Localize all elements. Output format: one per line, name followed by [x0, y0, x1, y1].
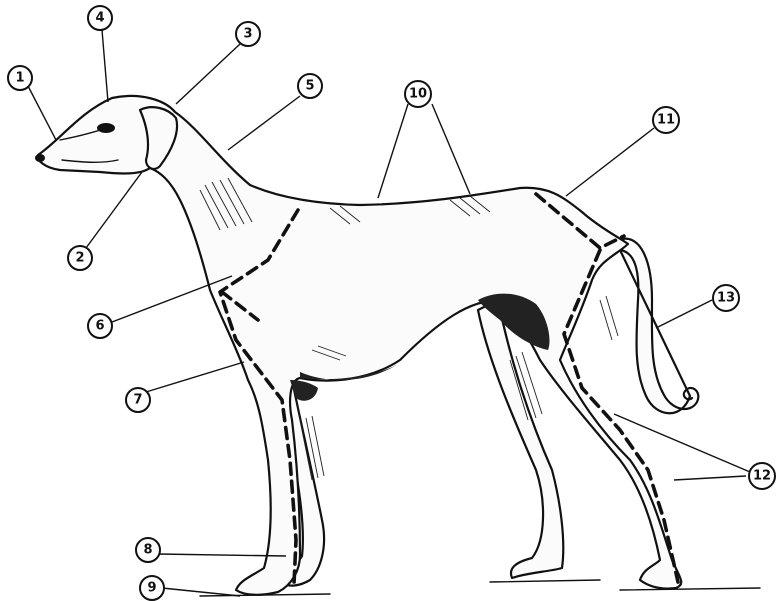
callout-label: 2 [75, 251, 84, 266]
callout-2: 2 [68, 246, 92, 270]
callout-13: 13 [713, 285, 739, 311]
callout-label: 9 [147, 581, 156, 596]
callout-label: 8 [143, 543, 152, 558]
callout-9: 9 [140, 576, 164, 600]
callout-12: 12 [749, 463, 775, 489]
callout-10: 10 [405, 81, 431, 107]
callout-3: 3 [236, 22, 260, 46]
callout-label: 1 [15, 71, 24, 86]
callout-5: 5 [298, 74, 322, 98]
callout-label: 13 [717, 291, 735, 306]
callout-label: 12 [753, 469, 771, 484]
callout-label: 4 [95, 11, 104, 26]
callout-6: 6 [88, 314, 112, 338]
callout-label: 10 [409, 87, 427, 102]
callout-label: 6 [95, 319, 104, 334]
callout-label: 3 [243, 27, 252, 42]
callout-label: 5 [305, 79, 314, 94]
callout-label: 11 [657, 113, 675, 128]
callout-4: 4 [88, 6, 112, 30]
callout-7: 7 [126, 388, 150, 412]
callout-label: 7 [133, 393, 142, 408]
callout-1: 1 [8, 66, 32, 90]
callout-11: 11 [653, 107, 679, 133]
callout-8: 8 [136, 538, 160, 562]
